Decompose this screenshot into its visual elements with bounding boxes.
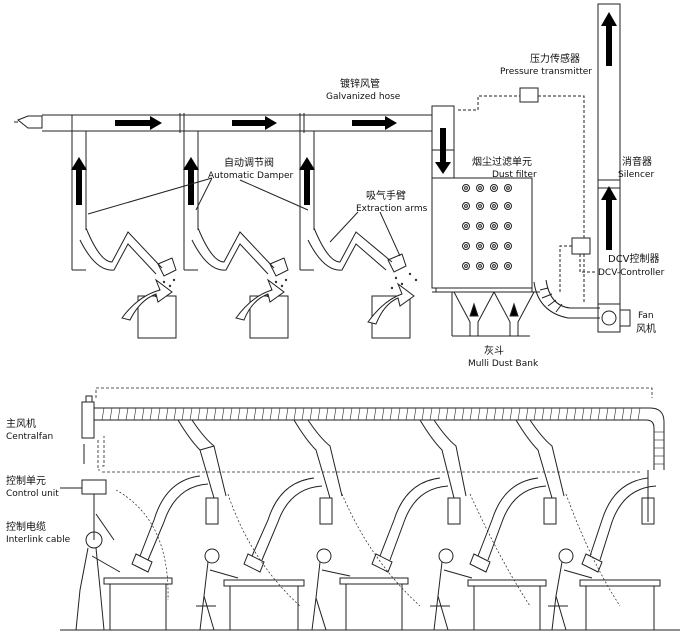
stack-arrows xyxy=(601,12,617,250)
label-control-unit-zh: 控制单元 xyxy=(6,474,46,487)
work-bench xyxy=(235,278,289,339)
work-bench xyxy=(367,282,415,339)
label-galvanized-hose-en: Galvanized hose xyxy=(326,92,401,102)
damper-leader-lines xyxy=(87,177,309,215)
main-galvanized-duct xyxy=(42,105,455,151)
flow-arrow-up xyxy=(601,186,617,250)
bottom-labels: 主风机 Centralfan 控制单元 Control unit 控制电缆 In… xyxy=(6,417,71,545)
label-central-fan-en: Centralfan xyxy=(6,432,53,442)
duct-flow-arrows xyxy=(115,116,451,174)
duct-inlet-nozzle xyxy=(14,115,43,129)
flow-arrow-up xyxy=(183,157,199,205)
branch-up-arrows xyxy=(71,157,315,205)
filter-cartridges xyxy=(462,184,512,270)
flow-arrow-up xyxy=(469,302,479,317)
workbenches xyxy=(103,577,661,630)
station-cables xyxy=(115,489,621,607)
label-automatic-damper-zh: 自动调节阀 xyxy=(224,156,274,169)
label-extraction-arms-zh: 吸气手臂 xyxy=(366,189,406,202)
fan-unit xyxy=(597,303,631,333)
label-dust-filter-en: Dust filter xyxy=(492,170,537,180)
welder-figure xyxy=(430,548,473,631)
welder-figure xyxy=(75,531,121,631)
label-fan-en: Fan xyxy=(638,311,654,321)
label-pressure-transmitter-en: Pressure transmitter xyxy=(500,67,592,77)
label-dust-filter-zh: 烟尘过滤单元 xyxy=(472,155,532,168)
label-fan-zh: 风机 xyxy=(636,322,656,335)
arm-drops xyxy=(177,419,655,525)
extraction-arm xyxy=(191,227,289,277)
flow-arrow-right xyxy=(352,116,397,130)
welder-figure xyxy=(311,548,351,631)
exhaust-stack xyxy=(597,3,621,305)
dcv-controller-box xyxy=(571,237,591,255)
welder-figure xyxy=(548,548,593,631)
label-extraction-arms-en: Extraction arms xyxy=(356,204,428,214)
bottom-diagram xyxy=(60,387,680,631)
flow-arrow-down xyxy=(435,128,451,174)
flow-arrow-up xyxy=(601,12,617,66)
top-labels: 镀锌风管 Galvanized hose 压力传感器 Pressure tran… xyxy=(208,52,665,369)
label-galvanized-hose-zh: 镀锌风管 xyxy=(340,77,380,90)
flow-arrow-right xyxy=(115,116,162,130)
fan-connection-duct xyxy=(533,279,600,319)
label-dust-bank-zh: 灰斗 xyxy=(484,344,504,357)
work-bench xyxy=(121,278,177,339)
branch-drops xyxy=(71,131,315,271)
label-silencer-en: Silencer xyxy=(618,170,654,180)
flow-arrow-up xyxy=(71,157,87,205)
label-interlink-cable-en: Interlink cable xyxy=(6,535,71,545)
flow-arrow-up xyxy=(509,302,519,317)
pressure-transmitter-box xyxy=(519,87,539,103)
signal-lines xyxy=(458,95,596,304)
welder-figure xyxy=(196,548,239,631)
fume-particles xyxy=(154,272,418,298)
label-central-fan-zh: 主风机 xyxy=(6,417,36,430)
extraction-arm xyxy=(79,227,177,277)
label-silencer-zh: 消音器 xyxy=(622,155,652,168)
dust-hoppers xyxy=(451,291,535,337)
control-wiring xyxy=(95,387,653,473)
top-diagram xyxy=(14,3,631,339)
dust-filter-unit xyxy=(431,150,540,293)
label-control-unit-en: Control unit xyxy=(6,489,59,499)
label-dcv-controller-en: DCV-Controller xyxy=(598,268,665,278)
flow-arrow-up xyxy=(299,157,315,205)
control-unit-box xyxy=(81,479,107,495)
overhead-ribbed-duct xyxy=(94,407,665,470)
label-dust-bank-en: Mulli Dust Bank xyxy=(468,359,539,369)
label-dcv-controller-zh: DCV控制器 xyxy=(608,252,660,265)
central-fan xyxy=(81,395,95,464)
arms-leader-lines xyxy=(329,211,401,257)
flow-arrow-right xyxy=(232,116,277,130)
station-arms xyxy=(131,475,657,573)
label-pressure-transmitter-zh: 压力传感器 xyxy=(530,52,580,65)
extraction-arm xyxy=(307,227,407,273)
label-interlink-cable-zh: 控制电缆 xyxy=(6,520,46,533)
label-automatic-damper-en: Automatic Damper xyxy=(208,171,293,181)
